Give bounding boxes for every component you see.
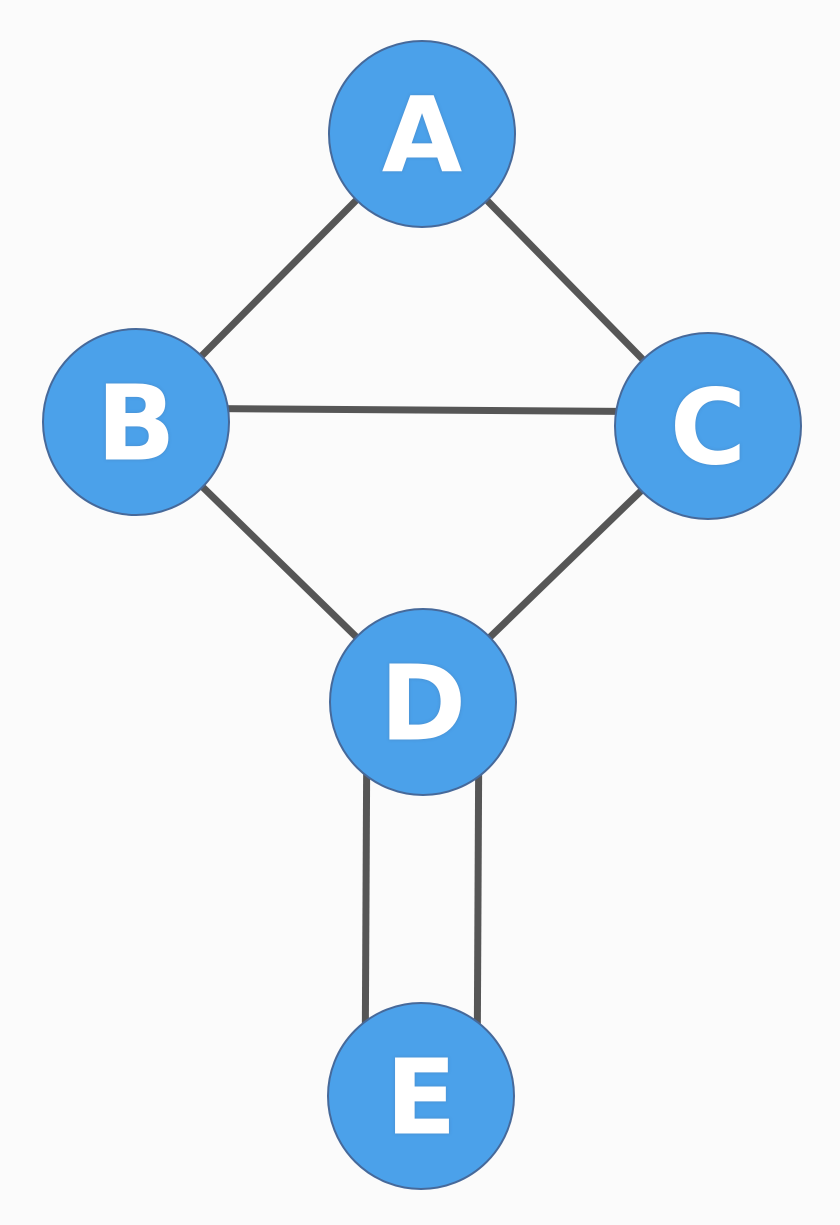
node-A-label: A bbox=[382, 74, 463, 196]
node-E-circle bbox=[327, 1002, 515, 1190]
node-C-label: C bbox=[670, 366, 746, 488]
node-A: A bbox=[328, 40, 516, 228]
node-D-circle bbox=[329, 608, 517, 796]
node-D-label: D bbox=[380, 642, 466, 764]
node-A-circle bbox=[328, 40, 516, 228]
node-B-label: B bbox=[96, 362, 175, 484]
node-B: B bbox=[42, 328, 230, 516]
edge-B-C bbox=[136, 404, 709, 416]
node-C: C bbox=[614, 332, 802, 520]
node-E: E bbox=[327, 1002, 515, 1190]
node-D: D bbox=[329, 608, 517, 796]
node-layer: A B C D E bbox=[42, 40, 802, 1190]
node-C-circle bbox=[614, 332, 802, 520]
node-E-label: E bbox=[385, 1036, 456, 1158]
node-B-circle bbox=[42, 328, 230, 516]
